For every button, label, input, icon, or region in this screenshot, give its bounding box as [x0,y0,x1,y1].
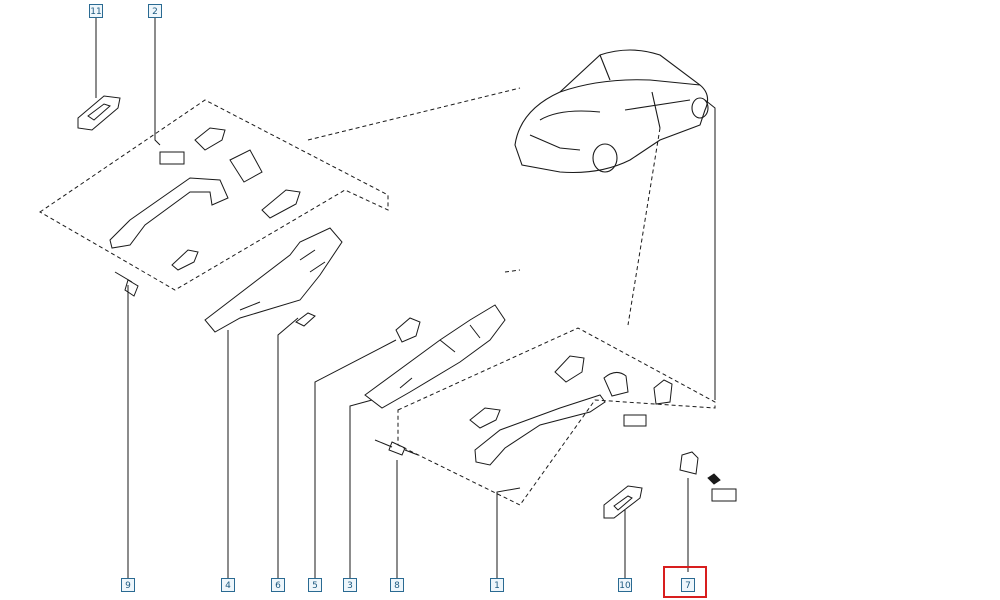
part-10-escutcheon [603,485,643,519]
callout-6[interactable]: 6 [271,578,285,592]
car-illustration [514,49,709,173]
part-11-escutcheon [77,95,121,131]
callout-5[interactable]: 5 [308,578,322,592]
part-6-seal [295,312,316,327]
part-9-screw [114,271,139,297]
callout-11[interactable]: 11 [89,4,103,18]
part-3-handle-frame [364,304,506,409]
part-7-highlight-box [663,566,707,598]
part-8-screw [374,439,419,456]
part-7-lock-cap [679,451,737,502]
callout-4[interactable]: 4 [221,578,235,592]
part-5-cap [395,317,421,343]
callout-8[interactable]: 8 [390,578,404,592]
leader-lines [95,18,716,578]
right-handle-kit-frame [397,327,716,506]
callout-10[interactable]: 10 [618,578,632,592]
callout-3[interactable]: 3 [343,578,357,592]
callout-9[interactable]: 9 [121,578,135,592]
callout-1[interactable]: 1 [490,578,504,592]
callout-2[interactable]: 2 [148,4,162,18]
part-2-handle-kit [109,127,301,271]
callout-7[interactable]: 7 [681,578,695,592]
part-4-handle-frame [204,227,343,333]
left-handle-kit-frame [39,99,389,291]
part-1-handle-kit [469,355,673,466]
car-link-lines [307,87,661,326]
